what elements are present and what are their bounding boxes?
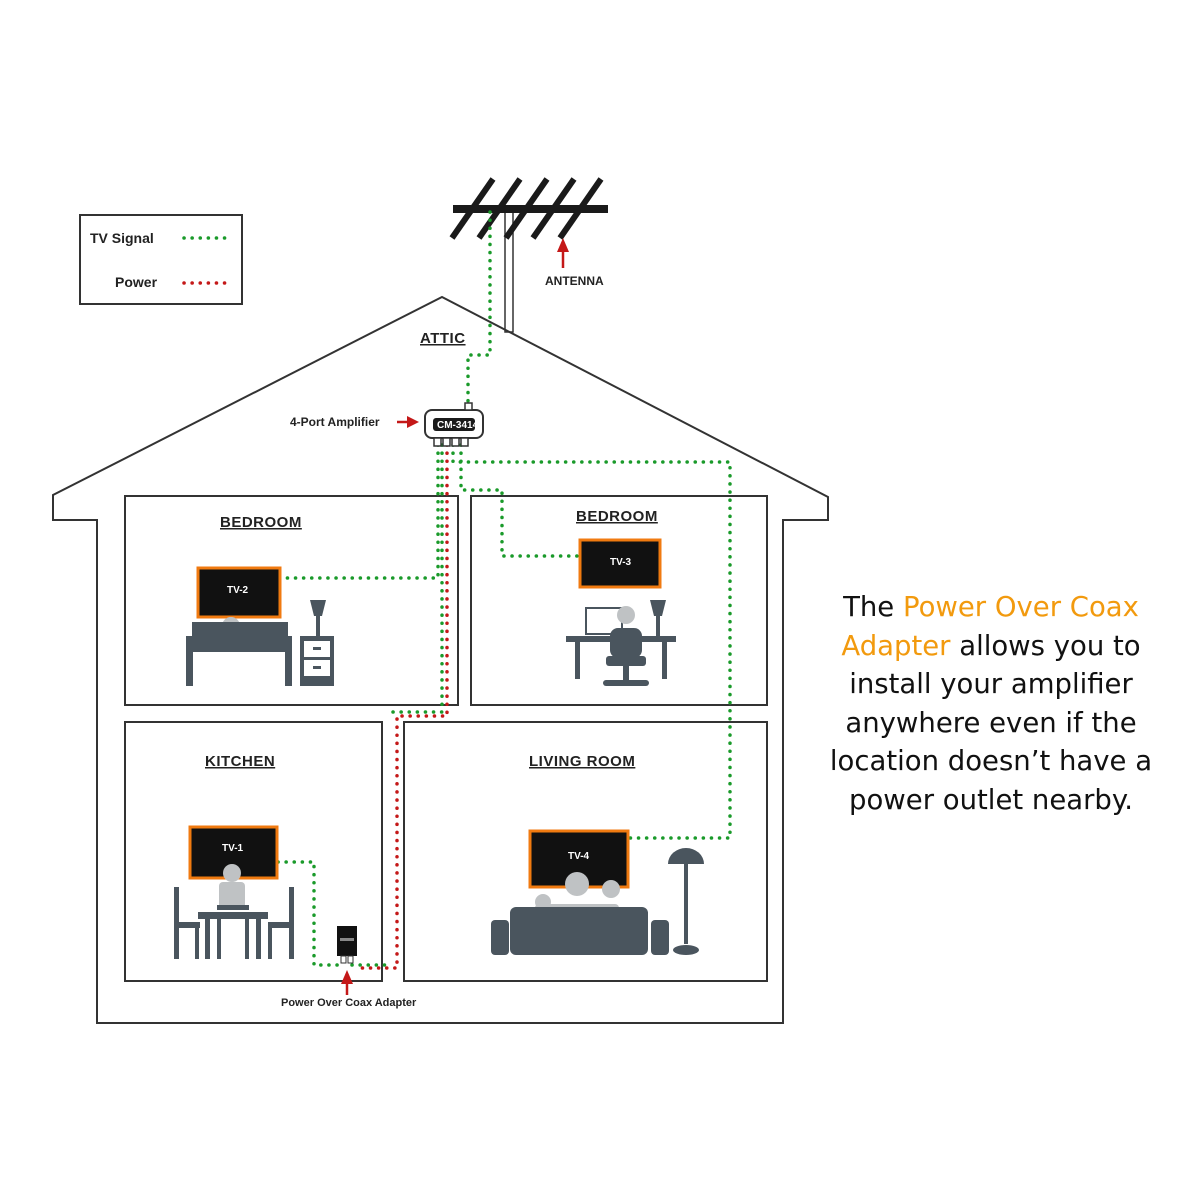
floor-lamp-shade-icon (668, 848, 704, 864)
person-head (617, 606, 635, 624)
tv-2: TV-2 (196, 566, 282, 619)
amplifier-model-label: CM-3414 (437, 420, 479, 431)
legend-tv-signal-label: TV Signal (90, 230, 154, 246)
signal-cable-tv1 (276, 860, 344, 967)
room-label-kitchen: KITCHEN (205, 753, 275, 770)
signal-cable-main (391, 443, 444, 714)
tv-3-screen (578, 538, 662, 589)
lamp-shade-icon (310, 600, 326, 616)
power-cable (354, 443, 449, 970)
antenna-elements (449, 177, 604, 240)
chair-right-leg (268, 928, 272, 959)
house-outline (52, 295, 829, 1024)
tv-3: TV-3 (578, 538, 662, 589)
floor-lamp-pole (684, 864, 688, 944)
legend-power-label: Power (115, 274, 158, 290)
power-cables (354, 443, 449, 970)
drawer-handle-1 (313, 647, 321, 650)
bed-leg-left (186, 650, 193, 686)
chair-back (610, 628, 642, 658)
adapter-label-strip (340, 938, 354, 941)
caption-pre: The (843, 591, 903, 623)
bedroom-right-furniture (566, 600, 676, 686)
bed-headboard (192, 622, 288, 640)
signal-cable-tv2 (278, 443, 440, 580)
tv-2-label: TV-2 (227, 585, 249, 596)
room-living-room (403, 721, 768, 982)
desk-lamp-stem (656, 616, 660, 636)
antenna-label: ANTENNA (545, 274, 604, 288)
room-label-living-room: LIVING ROOM (529, 753, 635, 770)
caption-post: allows you to install your amplifier any… (829, 629, 1153, 816)
caption: The Power Over Coax Adapter allows you t… (800, 588, 1182, 819)
antenna-boom (453, 205, 608, 213)
room-bedroom-left (124, 495, 459, 706)
room-bedroom-right (470, 495, 768, 706)
bed-frame (186, 636, 292, 652)
sofa-back (510, 907, 648, 955)
room-kitchen (124, 721, 383, 982)
antenna: ANTENNA (449, 177, 608, 333)
floor-lamp-base (673, 945, 699, 955)
room-label-bedroom-left: BEDROOM (220, 514, 302, 531)
table-leg-left (205, 919, 210, 959)
tv-4-label: TV-4 (568, 851, 590, 862)
chair-base (603, 680, 649, 686)
signal-cables (276, 210, 732, 967)
power-over-coax-adapter: Power Over Coax Adapter (281, 926, 417, 1009)
chair-post (623, 666, 629, 680)
signal-cable-tv4 (451, 443, 732, 840)
room-label-bedroom-right: BEDROOM (576, 508, 658, 525)
person-head (223, 864, 241, 882)
amplifier-label: 4-Port Amplifier (290, 415, 380, 429)
adapter-label: Power Over Coax Adapter (281, 997, 417, 1009)
adapter-port-1 (340, 955, 347, 964)
adapter-port-2 (347, 955, 354, 964)
caption-highlight: Power Over Coax Adapter (841, 591, 1139, 662)
tv-3-label: TV-3 (610, 557, 632, 568)
antenna-arrow-head (557, 238, 569, 252)
chair-front-leg-2 (245, 919, 249, 959)
attic-label: ATTIC (420, 330, 466, 347)
desk-leg-right (662, 642, 667, 679)
amplifier-ports (433, 402, 473, 447)
table-top (198, 912, 268, 919)
drawer-handle-2 (313, 666, 321, 669)
legend-box (79, 214, 243, 305)
tv-1-label: TV-1 (222, 843, 244, 854)
tv-2-screen (196, 566, 282, 619)
kitchen-furniture (174, 864, 294, 959)
person-head-center (565, 872, 589, 896)
signal-cable-tv3 (459, 443, 582, 558)
bed-leg-right (285, 650, 292, 686)
amplifier-arrow-head (407, 416, 419, 428)
signal-cable-antenna (466, 210, 492, 412)
adapter-arrow-head (341, 970, 353, 984)
desk-lamp-icon (650, 600, 666, 616)
sofa-arm-right (651, 920, 669, 955)
chair-front-seat (217, 905, 249, 910)
amplifier-panel (433, 418, 475, 431)
chair-left-leg (195, 928, 199, 959)
chair-left-seat (174, 922, 200, 928)
person-head-right (602, 880, 620, 898)
amplifier: CM-3414 4-Port Amplifier (290, 402, 484, 447)
bedroom-left-furniture (186, 600, 334, 686)
sofa-arm-left (491, 920, 509, 955)
legend: TV Signal Power (79, 214, 243, 305)
chair-front-leg-1 (217, 919, 221, 959)
chair-right-seat (268, 922, 294, 928)
chair-seat (606, 656, 646, 666)
person-body (219, 882, 245, 910)
living-room-furniture (491, 848, 704, 955)
lamp-stem (316, 616, 320, 636)
desk-leg-left (575, 642, 580, 679)
table-leg-right (256, 919, 261, 959)
